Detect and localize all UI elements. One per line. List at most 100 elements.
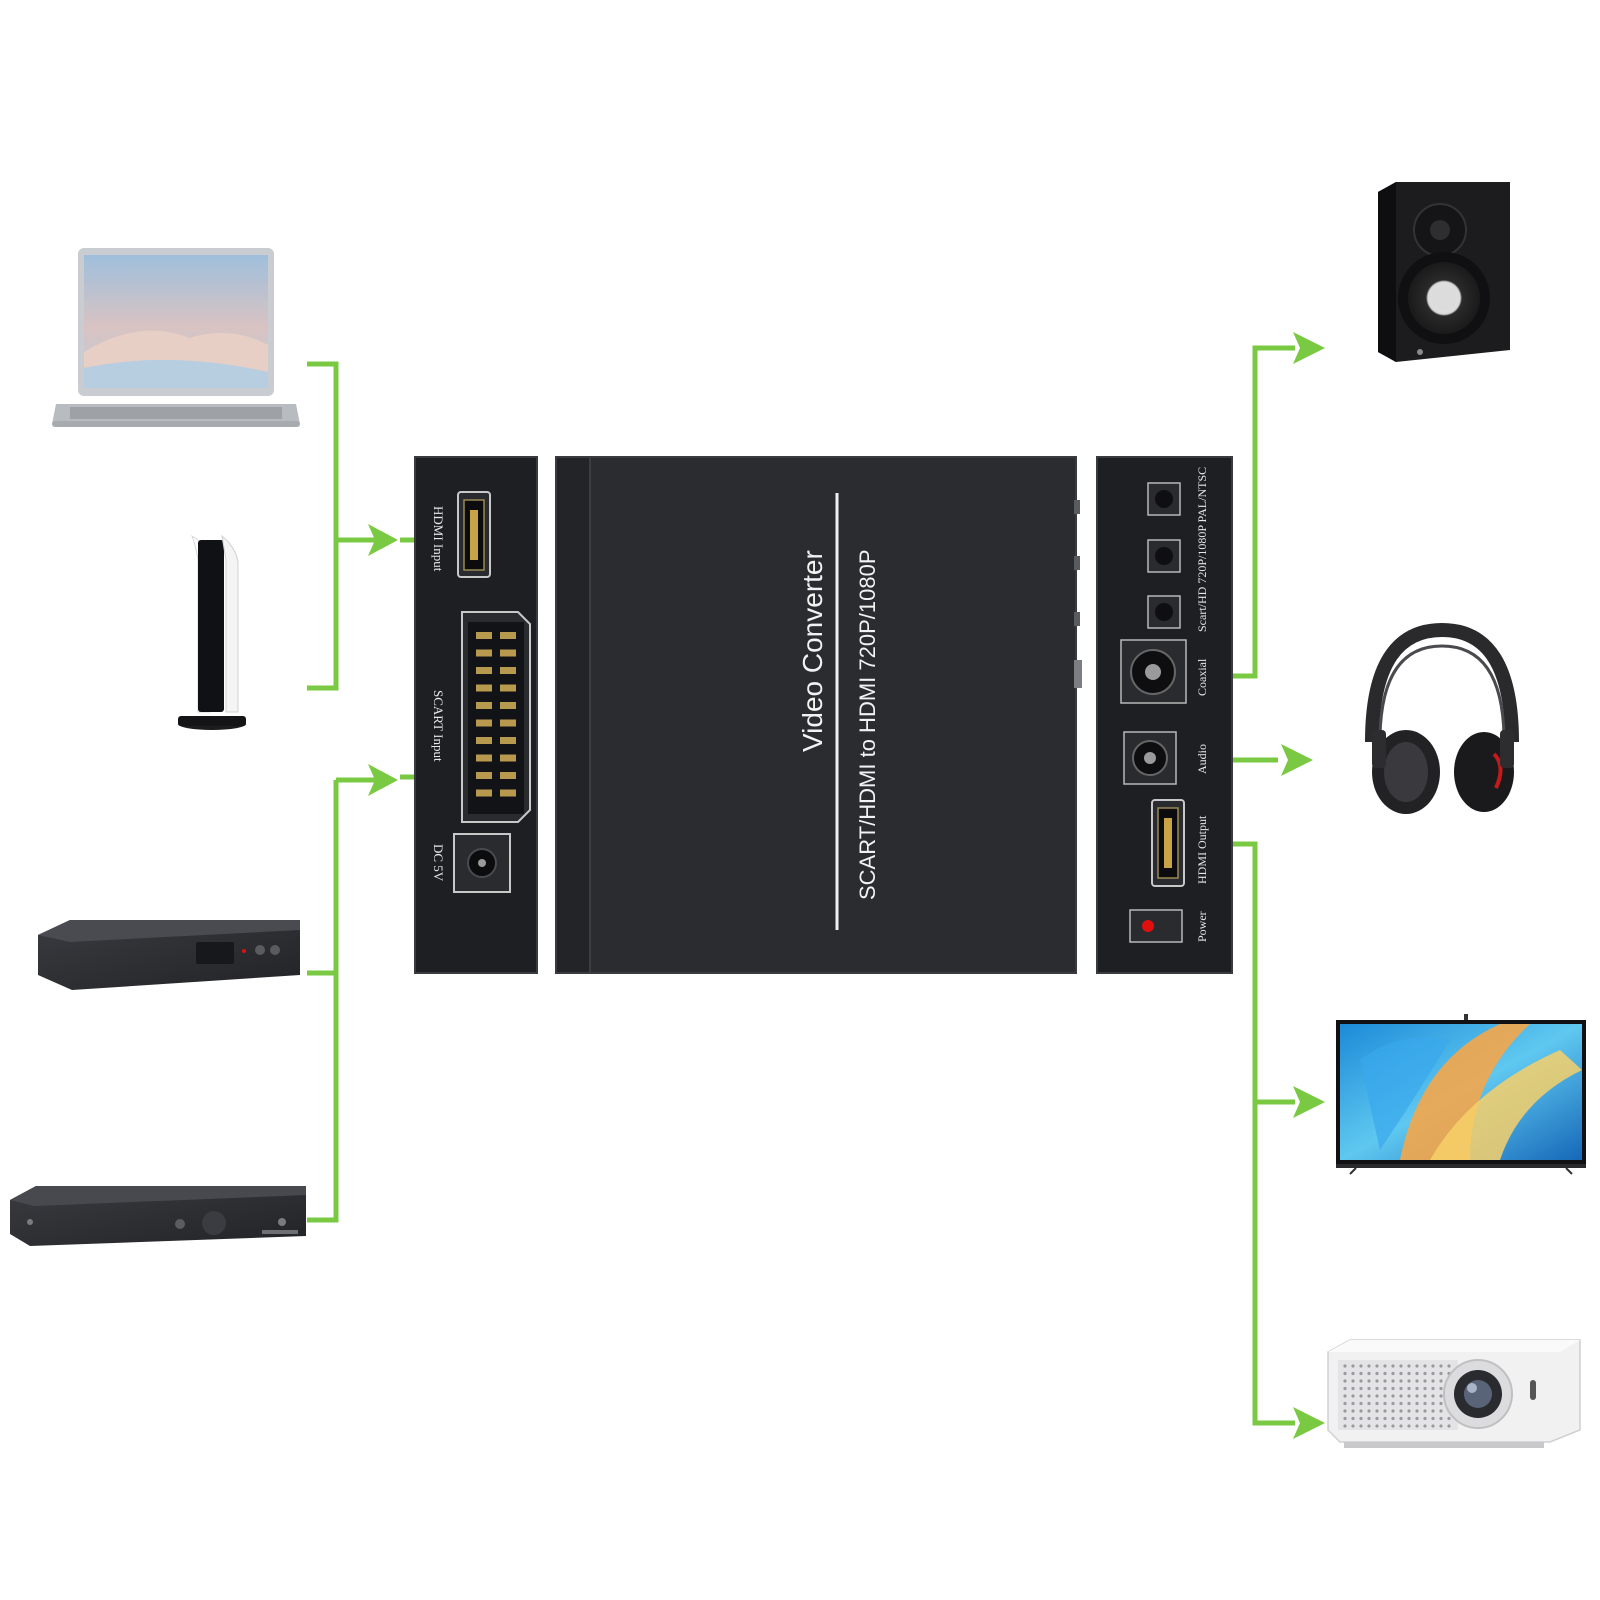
grille-hole (1399, 1371, 1403, 1376)
grille-hole (1383, 1379, 1387, 1383)
source-hdmi-bracket (307, 361, 339, 691)
grille-hole (1343, 1364, 1347, 1368)
scart-pin (476, 789, 492, 797)
converter-title: Video Converter (797, 550, 828, 752)
grille-hole (1431, 1371, 1435, 1376)
grille-hole (1343, 1394, 1347, 1398)
grille-hole (1359, 1364, 1363, 1368)
grille-hole (1375, 1424, 1379, 1428)
grille-hole (1399, 1386, 1403, 1391)
grille-hole (1423, 1424, 1427, 1428)
grille-hole (1351, 1364, 1355, 1368)
scart-pin (500, 772, 516, 779)
power-label: Power (1195, 911, 1209, 942)
grille-hole (1399, 1394, 1403, 1398)
scart-pin (476, 667, 492, 674)
grille-hole (1343, 1409, 1347, 1413)
hdmi-output-port[interactable] (1151, 799, 1185, 887)
grille-hole (1407, 1379, 1411, 1383)
grille-hole (1359, 1379, 1363, 1383)
scart-pin (500, 719, 516, 727)
grille-hole (1439, 1409, 1443, 1413)
dc-power-jack[interactable] (453, 833, 511, 893)
grille-hole (1391, 1424, 1395, 1428)
grille-hole (1439, 1371, 1443, 1376)
set-top-box-icon (38, 920, 300, 990)
grille-hole (1415, 1364, 1419, 1368)
dvd-player-icon (10, 1186, 306, 1246)
output-panel: Scart/HD 720P/1080P PAL/NTSC Coaxial Aud… (1096, 456, 1233, 974)
grille-hole (1415, 1379, 1419, 1383)
grille-hole (1423, 1386, 1427, 1391)
grille-hole (1407, 1386, 1411, 1391)
arrow-speaker (1293, 332, 1325, 364)
audio-port[interactable] (1123, 731, 1177, 785)
grille-hole (1407, 1401, 1411, 1406)
grille-hole (1367, 1371, 1371, 1376)
grille-hole (1343, 1424, 1347, 1428)
grille-hole (1415, 1401, 1419, 1406)
mode-button-720p-1080p[interactable] (1147, 539, 1181, 573)
scart-pin (476, 684, 492, 692)
arrow-headphones (1281, 744, 1313, 776)
scart-pins (476, 632, 516, 797)
dc-5v-label: DC 5V (431, 844, 446, 882)
scart-pin (476, 632, 492, 639)
grille-hole (1383, 1416, 1387, 1421)
grille-hole (1431, 1409, 1435, 1413)
grille-hole (1391, 1364, 1395, 1368)
converter-subtitle: SCART/HDMI to HDMI 720P/1080P (855, 550, 880, 901)
grille-hole (1383, 1394, 1387, 1398)
grille-hole (1399, 1424, 1403, 1428)
grille-hole (1351, 1409, 1355, 1413)
grille-hole (1391, 1371, 1395, 1376)
television-icon (1336, 1014, 1586, 1175)
grille-hole (1391, 1416, 1395, 1421)
grille-hole (1391, 1394, 1395, 1398)
grille-hole (1399, 1364, 1403, 1368)
grille-hole (1391, 1386, 1395, 1391)
grille-hole (1383, 1401, 1387, 1406)
scart-pin (476, 649, 492, 657)
grille-hole (1391, 1409, 1395, 1413)
grille-hole (1375, 1416, 1379, 1421)
grille-hole (1399, 1409, 1403, 1413)
grille-hole (1399, 1379, 1403, 1383)
mode-button-pal-ntsc[interactable] (1147, 482, 1181, 516)
laptop-icon (52, 248, 300, 427)
grille-hole (1447, 1424, 1451, 1428)
input-panel: HDMI Input SCART Input DC 5V (414, 456, 538, 974)
grille-hole (1407, 1409, 1411, 1413)
scart-pin (476, 737, 492, 744)
grille-hole (1375, 1386, 1379, 1391)
mode-button-scart-hd[interactable] (1147, 595, 1181, 629)
scart-pin (500, 649, 516, 657)
grille-hole (1407, 1424, 1411, 1428)
grille-hole (1407, 1371, 1411, 1376)
grille-hole (1423, 1394, 1427, 1398)
grille-hole (1367, 1424, 1371, 1428)
scart-pin (500, 684, 516, 692)
scart-pin (500, 737, 516, 744)
power-indicator (1129, 909, 1183, 943)
coaxial-port[interactable] (1120, 639, 1187, 704)
grille-hole (1407, 1416, 1411, 1421)
grille-hole (1383, 1364, 1387, 1368)
grille-hole (1359, 1409, 1363, 1413)
grille-hole (1431, 1424, 1435, 1428)
grille-hole (1367, 1379, 1371, 1383)
grille-hole (1375, 1401, 1379, 1406)
grille-hole (1351, 1401, 1355, 1406)
arrow-scart-input (368, 764, 398, 796)
grille-hole (1423, 1364, 1427, 1368)
headphones-icon (1365, 622, 1519, 814)
grille-hole (1359, 1401, 1363, 1406)
grille-hole (1343, 1401, 1347, 1406)
scart-input-port[interactable] (461, 611, 531, 823)
hdmi-input-port[interactable] (457, 491, 491, 578)
mode-buttons-label: Scart/HD 720P/1080P PAL/NTSC (1195, 467, 1209, 632)
grille-hole (1399, 1416, 1403, 1421)
grille-hole (1431, 1401, 1435, 1406)
grille-hole (1431, 1386, 1435, 1391)
converter-body: Video Converter SCART/HDMI to HDMI 720P/… (555, 456, 1082, 974)
